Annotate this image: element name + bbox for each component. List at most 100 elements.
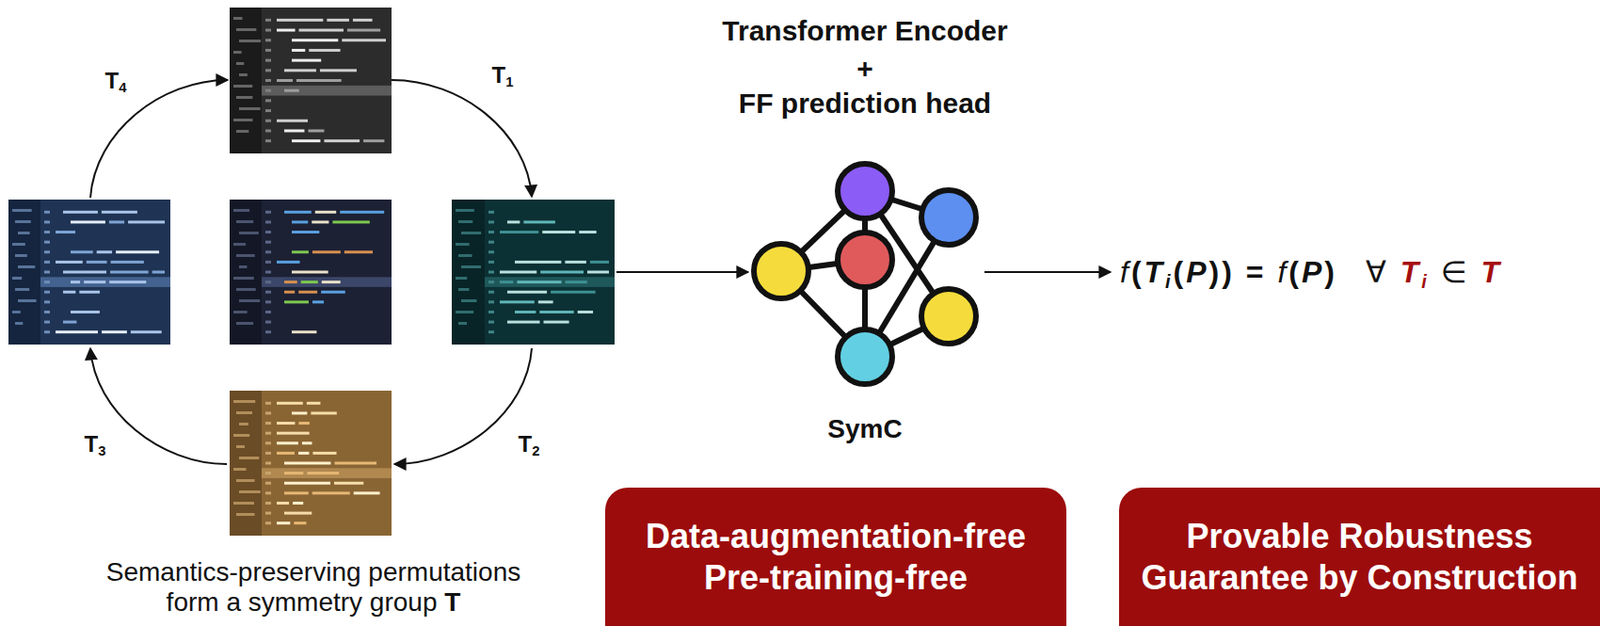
code-token: [542, 230, 576, 234]
file-sidebar: [229, 7, 262, 154]
line-number: [265, 240, 272, 244]
code-token: [284, 481, 331, 485]
code-token: [320, 68, 357, 72]
label-slot: f(Ti(P)) = f(P): [1120, 255, 1338, 290]
text-glyph: ∀: [1365, 255, 1390, 289]
network-icon: [753, 163, 976, 384]
line-number: [265, 310, 272, 314]
text-glyph: P: [1301, 255, 1325, 289]
code-token: [284, 512, 312, 515]
line-number: [44, 320, 50, 324]
model-name: SymC: [827, 414, 902, 445]
file-entry: [455, 276, 467, 280]
text-glyph: T: [105, 67, 120, 94]
code-token: [63, 210, 98, 214]
cycle-arrow: [90, 80, 228, 198]
code-token: [312, 300, 324, 304]
file-entry: [239, 39, 261, 43]
highlight-line: [261, 85, 392, 96]
file-entry: [455, 208, 475, 212]
screen-background: [451, 199, 615, 345]
label-slot: +: [856, 52, 874, 85]
file-entry: [236, 96, 253, 99]
code-token: [321, 280, 341, 284]
code-token: [284, 471, 304, 475]
file-entry: [239, 490, 261, 494]
text-glyph: ∈: [1440, 255, 1471, 289]
line-number: [44, 290, 50, 294]
code-token: [55, 230, 76, 234]
cycle-arrow: [394, 348, 532, 464]
code-token: [312, 491, 351, 495]
line-number: [44, 230, 50, 234]
file-entry: [15, 220, 32, 224]
text-glyph: 2: [531, 443, 540, 459]
line-number: [265, 48, 272, 52]
text-glyph: i: [1165, 271, 1174, 292]
line-number: [265, 441, 272, 445]
file-entry: [236, 512, 256, 516]
code-token: [284, 128, 304, 132]
line-number: [265, 290, 272, 294]
code-token: [298, 290, 318, 294]
screen-background: [229, 199, 392, 345]
code-token: [110, 271, 149, 274]
file-entry: [236, 321, 254, 325]
file-entry: [461, 299, 477, 303]
code-token: [540, 271, 584, 274]
line-number: [44, 260, 50, 264]
label-slot: Transformer Encoder: [721, 15, 1008, 48]
code-token: [499, 230, 539, 234]
code-token: [565, 280, 588, 284]
line-number: [265, 29, 272, 32]
text-run: symmetry: [248, 587, 363, 617]
text-glyph: T: [518, 431, 533, 457]
code-token: [499, 300, 535, 304]
code-token: [276, 521, 290, 525]
text-glyph: T: [84, 431, 99, 457]
line-number: [265, 451, 272, 455]
file-entry: [236, 445, 245, 448]
code-token: [101, 330, 128, 334]
line-number: [44, 300, 50, 304]
code-token: [499, 271, 537, 274]
text-glyph: T: [1144, 255, 1167, 289]
line-number: [265, 89, 272, 93]
line-number: [488, 250, 495, 254]
file-entry: [233, 501, 255, 505]
screen-background: [229, 7, 392, 154]
line-number: [265, 250, 272, 254]
file-entry: [233, 84, 253, 88]
feature-text: Data-augmentation-free Pre-training-free: [620, 515, 1052, 599]
code-token: [341, 38, 386, 42]
code-token: [296, 79, 342, 82]
code-token: [301, 280, 319, 284]
file-entry: [12, 276, 22, 280]
output-arrow: [984, 271, 1111, 273]
label-slot: T4: [105, 67, 128, 95]
text-run: T: [444, 587, 461, 617]
text-run: Guarantee: [1140, 558, 1309, 597]
code-token: [332, 220, 369, 224]
label-slot: T1: [492, 62, 514, 89]
text-glyph: f: [1277, 255, 1289, 289]
file-entry: [12, 242, 26, 246]
code-screenshot: [451, 199, 615, 345]
line-number: [265, 280, 272, 284]
file-entry: [239, 265, 247, 269]
code-token: [152, 271, 165, 274]
code-token: [308, 48, 340, 52]
code-token: [499, 280, 513, 284]
code-token: [514, 310, 536, 314]
code-token: [307, 128, 324, 132]
screen-background: [229, 390, 392, 536]
text-glyph: (: [1131, 255, 1145, 289]
code-token: [326, 18, 350, 22]
code-token: [291, 411, 307, 415]
transform-label: T3: [84, 431, 107, 458]
line-number: [488, 300, 495, 304]
file-entry: [461, 231, 481, 235]
code-token: [276, 432, 310, 435]
file-entry: [236, 62, 244, 65]
text-glyph: T: [1480, 255, 1503, 289]
